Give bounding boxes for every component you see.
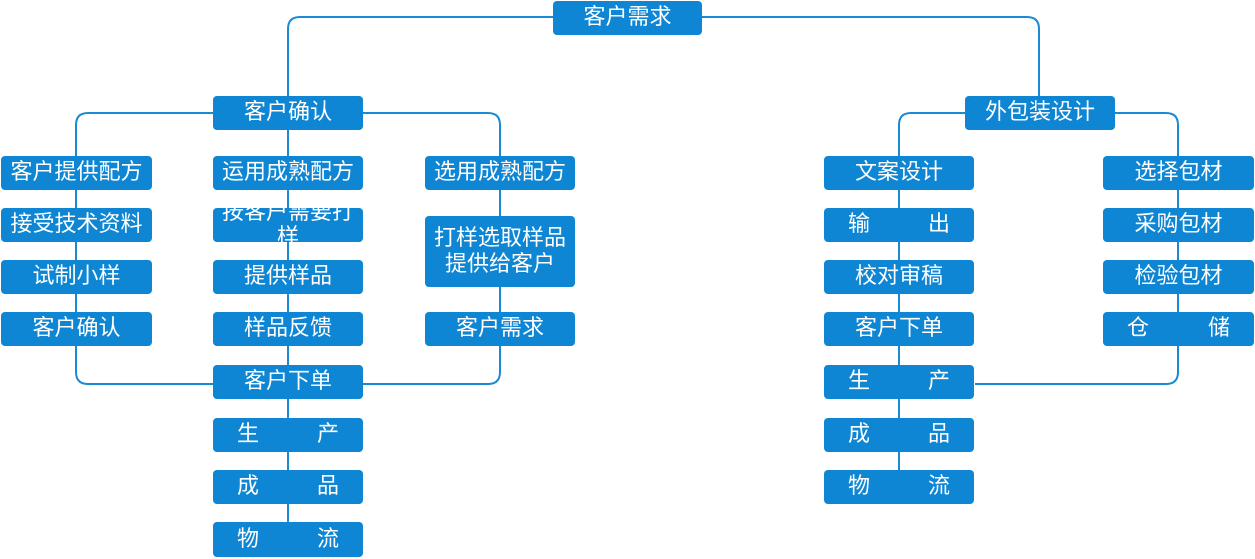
root-node: 客户需求 bbox=[553, 1, 702, 35]
left-col2-step-2: 按客户需要打样 bbox=[213, 200, 363, 250]
right-col2-step-4-char-2: 储 bbox=[1207, 316, 1230, 342]
right-col1-step-2-char-1: 输 bbox=[848, 212, 871, 238]
left-col3-step-3: 客户需求 bbox=[425, 312, 575, 346]
right-col2-step-3: 检验包材 bbox=[1103, 260, 1254, 294]
left-col1-step-4: 客户确认 bbox=[1, 312, 152, 346]
right-merge-node-char-2: 产 bbox=[927, 369, 950, 395]
left-col1-step-2: 接受技术资料 bbox=[1, 208, 152, 242]
left-col2-step-4: 样品反馈 bbox=[213, 312, 363, 346]
left-col2-step-1: 运用成熟配方 bbox=[213, 156, 363, 190]
right-tail-step-2-char-1: 物 bbox=[848, 474, 871, 500]
right-tail-step-2: 物 流 bbox=[824, 470, 974, 504]
right-col1-step-1: 文案设计 bbox=[824, 156, 974, 190]
left-tail-step-1-char-2: 产 bbox=[316, 422, 339, 448]
left-merge-node: 客户下单 bbox=[213, 365, 363, 399]
left-tail-step-2-char-1: 成 bbox=[237, 474, 260, 500]
left-tail-step-1: 生 产 bbox=[213, 418, 363, 452]
left-col1-step-3: 试制小样 bbox=[1, 260, 152, 294]
left-tail-step-1-char-1: 生 bbox=[237, 422, 260, 448]
right-merge-node-char-1: 生 bbox=[848, 369, 871, 395]
right-merge-node: 生 产 bbox=[824, 365, 974, 399]
left-tail-step-3-char-2: 流 bbox=[316, 526, 339, 552]
right-tail-step-1-char-2: 品 bbox=[927, 422, 950, 448]
right-branch-title: 外包装设计 bbox=[965, 96, 1115, 130]
right-col1-step-2-char-2: 出 bbox=[927, 212, 950, 238]
left-col3-step-1: 选用成熟配方 bbox=[425, 156, 575, 190]
right-col2-step-1: 选择包材 bbox=[1103, 156, 1254, 190]
left-branch-title: 客户确认 bbox=[213, 96, 363, 130]
left-tail-step-3-char-1: 物 bbox=[237, 526, 260, 552]
right-col1-step-2: 输 出 bbox=[824, 208, 974, 242]
right-tail-step-1-char-1: 成 bbox=[848, 422, 871, 448]
left-col3-step-2: 打样选取样品 提供给客户 bbox=[425, 216, 575, 287]
left-tail-step-2: 成 品 bbox=[213, 470, 363, 504]
right-col2-step-4-char-1: 仓 bbox=[1127, 316, 1150, 342]
right-col2-step-4: 仓 储 bbox=[1103, 312, 1254, 346]
left-col2-step-3: 提供样品 bbox=[213, 260, 363, 294]
left-tail-step-3: 物 流 bbox=[213, 522, 363, 557]
right-col1-step-4: 客户下单 bbox=[824, 312, 974, 346]
right-col2-step-2: 采购包材 bbox=[1103, 208, 1254, 242]
right-tail-step-2-char-2: 流 bbox=[927, 474, 950, 500]
right-tail-step-1: 成 品 bbox=[824, 418, 974, 452]
left-tail-step-2-char-2: 品 bbox=[316, 474, 339, 500]
right-col1-step-3: 校对审稿 bbox=[824, 260, 974, 294]
left-col1-step-1: 客户提供配方 bbox=[1, 156, 152, 190]
